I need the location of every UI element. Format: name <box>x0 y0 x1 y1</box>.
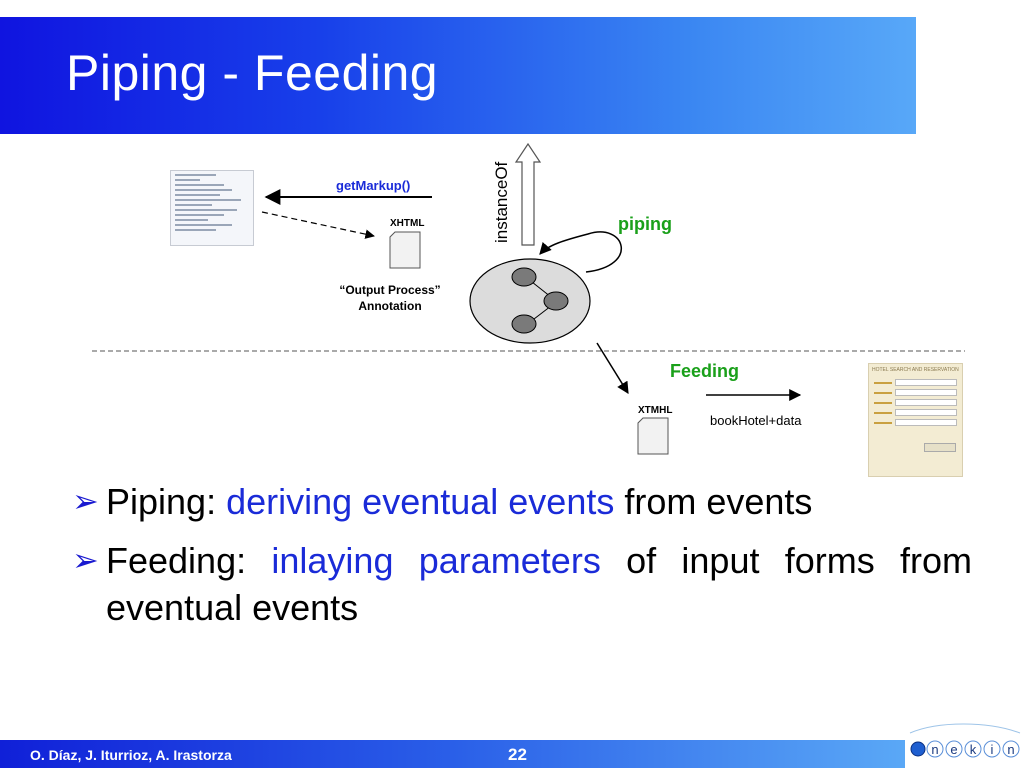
bullet-arrow-icon: ➢ <box>72 483 99 519</box>
instance-of-arrow <box>514 142 542 246</box>
annotation-label: Annotation <box>358 299 421 313</box>
output-arrow <box>596 342 629 395</box>
bullet-highlight: inlaying parameters <box>271 540 601 581</box>
feeding-label: Feeding <box>670 361 739 381</box>
onekin-logo: n e k i n <box>909 723 1021 758</box>
book-hotel-label: bookHotel+data <box>710 413 802 428</box>
bullet-feeding: ➢ Feeding: inlaying parameters of input … <box>72 537 972 631</box>
diagram: getMarkup() XHTML “Output Process” Annot… <box>92 142 965 455</box>
bullet-tail: from events <box>624 481 813 522</box>
logo-letter: n <box>1007 742 1014 757</box>
page-number: 22 <box>508 745 527 764</box>
bullet-lead: Piping: <box>106 481 217 522</box>
hotel-form-screenshot: HOTEL SEARCH AND RESERVATION <box>868 363 963 477</box>
get-markup-label: getMarkup() <box>336 178 410 193</box>
node-bottom <box>511 314 537 334</box>
node-top <box>511 267 537 287</box>
xtmhl-doc-icon <box>637 417 669 455</box>
bullet-tail: of input forms from eventual events <box>106 540 973 628</box>
footer-bar <box>0 740 905 768</box>
dashed-arrow <box>261 211 375 239</box>
form-header: HOTEL SEARCH AND RESERVATION <box>872 367 959 373</box>
bullet-piping: ➢ Piping: deriving eventual events from … <box>72 478 972 525</box>
footer-authors: O. Díaz, J. Iturrioz, A. Irastorza <box>30 747 232 763</box>
xtmhl-label: XTMHL <box>638 405 672 416</box>
bullet-highlight: deriving eventual events <box>226 481 615 522</box>
xhtml-doc-icon <box>389 231 421 269</box>
title-bar <box>0 17 916 134</box>
output-process-label: “Output Process” <box>339 283 440 297</box>
bullet-arrow-icon: ➢ <box>72 542 99 578</box>
bullet-lead: Feeding: <box>106 540 247 581</box>
logo-letter: i <box>991 742 994 757</box>
piping-label: piping <box>618 214 672 234</box>
logo-letter: k <box>970 742 977 757</box>
portlet-screenshot <box>170 170 254 246</box>
xhtml-label: XHTML <box>390 218 424 229</box>
bullet-list: ➢ Piping: deriving eventual events from … <box>72 478 972 643</box>
piping-loop-arrow <box>539 231 622 273</box>
process-ellipse <box>469 258 591 344</box>
slide-title: Piping - Feeding <box>66 45 439 101</box>
logo-letter: n <box>931 742 938 757</box>
instance-of-label: instanceOf <box>492 161 511 243</box>
logo-letter: e <box>950 742 957 757</box>
node-right <box>543 291 569 311</box>
